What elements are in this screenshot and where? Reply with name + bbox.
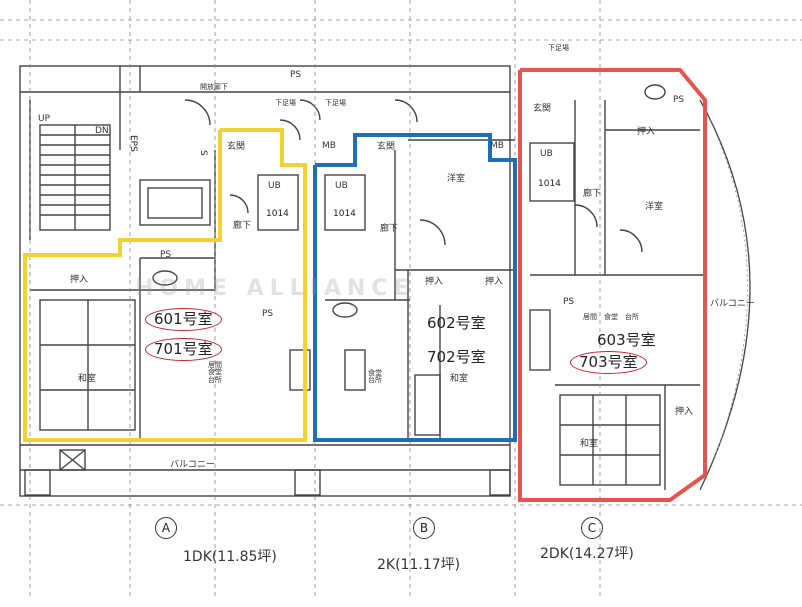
ub-code-c: 1014 (538, 179, 561, 189)
area-label-a: 1DK(11.85坪) (183, 549, 277, 565)
unit-c-outline (518, 68, 707, 502)
oshiire-label-b2: 押入 (485, 277, 504, 287)
axis-marker-c: C (581, 517, 603, 539)
rouka-label-a: 廊下 (233, 221, 252, 231)
ps-label-top: PS (290, 70, 302, 80)
room-702-label: 702号室 (427, 348, 486, 366)
ub-code-b: 1014 (333, 209, 356, 219)
room-603-label: 603号室 (597, 331, 656, 349)
genkan-label-b: 玄関 (377, 142, 396, 152)
ub-code-a: 1014 (266, 209, 289, 219)
area-label-c: 2DK(14.27坪) (540, 546, 634, 562)
oshiire-label-a: 押入 (70, 275, 89, 285)
curved-balcony-outline (699, 99, 751, 491)
genkan-label-a: 玄関 (227, 142, 246, 152)
oshiire-label-c2: 押入 (675, 407, 694, 417)
stair-down-label: DN (95, 126, 109, 136)
washitsu-label-c: 和室 (580, 439, 599, 449)
oshiire-label-c: 押入 (637, 127, 656, 137)
room-601-label: 601号室 (145, 308, 222, 331)
s-label: S (198, 150, 208, 156)
ub-label-c: UB (540, 149, 553, 159)
shoe-area-label-1: 下足場 (275, 99, 296, 107)
axis-marker-b: B (413, 517, 435, 539)
unit-b-outline (313, 133, 517, 442)
building-walls (19, 65, 705, 497)
stair-up-label: UP (38, 114, 51, 124)
washitsu-label-a: 和室 (78, 374, 97, 384)
watermark-text: HOME ALLIANCE (135, 276, 415, 301)
mb-label-a: MB (322, 141, 336, 151)
eps-label: EPS (128, 135, 138, 152)
balcony-label-right: バルコニー (710, 299, 755, 309)
mb-label-b: MB (490, 141, 504, 151)
room-703-label: 703号室 (570, 351, 647, 374)
genkan-label-c: 玄関 (533, 104, 552, 114)
ldk-label-a: 居間 食堂 台所 (208, 361, 222, 384)
room-701-label: 701号室 (145, 338, 222, 361)
curved-balcony-inner (709, 119, 748, 471)
youshitsu-label-b: 洋室 (447, 174, 466, 184)
washitsu-label-b: 和室 (450, 374, 469, 384)
rouka-label-c: 廊下 (583, 189, 602, 199)
unit-a-outline (23, 128, 307, 442)
ub-label-b: UB (335, 181, 348, 191)
axis-marker-a: A (155, 517, 177, 539)
area-label-b: 2K(11.17坪) (377, 557, 461, 573)
ps-label-c2: PS (673, 95, 685, 105)
ub-label-a: UB (268, 181, 281, 191)
oshiire-label-b: 押入 (425, 277, 444, 287)
rouka-label-b: 廊下 (380, 224, 399, 234)
youshitsu-label-c: 洋室 (645, 202, 664, 212)
ps-label-c: PS (563, 297, 575, 307)
ps-label-a: PS (160, 250, 172, 260)
ldk-label-c: 居間 食堂 台所 (583, 313, 639, 321)
dk-label-b: 食堂 台所 (368, 369, 382, 385)
shoe-area-label-3: 下足場 (548, 44, 569, 52)
shoe-area-label-2: 下足場 (325, 99, 346, 107)
open-corridor-label: 開放廊下 (200, 83, 228, 91)
room-602-label: 602号室 (427, 314, 486, 332)
ps-label-a2: PS (262, 309, 274, 319)
balcony-label-bottom: バルコニー (170, 460, 215, 470)
